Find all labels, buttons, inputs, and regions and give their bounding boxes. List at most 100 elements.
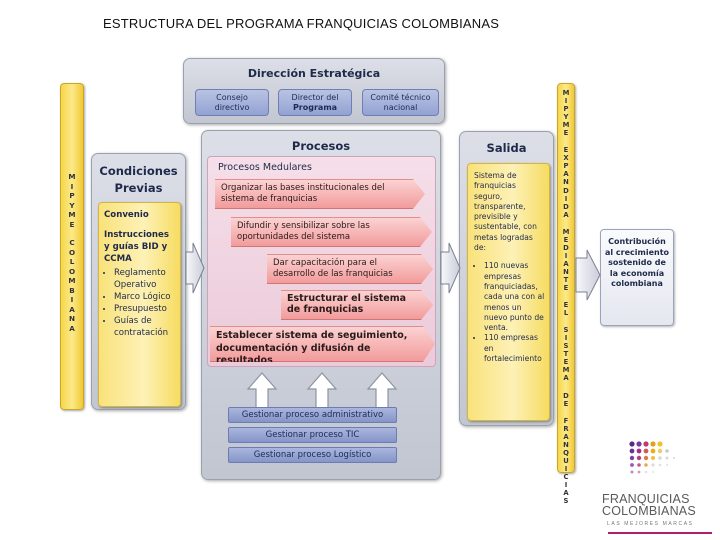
list-item: Presupuesto <box>114 303 175 315</box>
right-letter: F <box>563 416 569 425</box>
list-item: Marco Lógico <box>114 291 175 303</box>
right-letter: S <box>563 497 569 506</box>
director-line1: Director del <box>291 92 339 102</box>
condiciones-heading-line1: Condiciones <box>99 164 178 178</box>
right-letter: R <box>563 424 569 433</box>
condiciones-list: Reglamento Operativo Marco Lógico Presup… <box>104 267 175 339</box>
right-letter: T <box>563 275 569 284</box>
left-letter: L <box>69 257 75 266</box>
right-letter: Y <box>563 113 569 122</box>
left-letter: O <box>68 247 76 257</box>
right-letter: A <box>563 210 569 219</box>
process-arrow-2: Difundir y sensibilizar sobre las oportu… <box>231 217 432 247</box>
right-letter: E <box>563 129 569 138</box>
right-letter: M <box>562 89 570 97</box>
right-letter: E <box>563 284 569 293</box>
list-item: 110 nuevas empresas franquiciadas, cada … <box>484 261 545 333</box>
up-arrow-icon <box>306 372 338 410</box>
arrow-right-icon <box>575 249 601 301</box>
support-process-2: Gestionar proceso TIC <box>228 427 397 443</box>
process-arrow-3: Dar capacitación para el desarrollo de l… <box>267 254 433 284</box>
left-letter: I <box>70 181 74 191</box>
right-letter: P <box>563 162 569 171</box>
right-letter: E <box>563 358 569 367</box>
comite-line1: Comité técnico <box>370 92 431 102</box>
salida-heading: Salida <box>486 141 527 155</box>
director-line2: Programa <box>292 102 338 112</box>
left-letter: M <box>68 210 76 219</box>
right-letter: M <box>562 121 570 130</box>
up-arrow-icon <box>246 372 278 410</box>
left-letter: A <box>69 304 75 314</box>
right-letter: A <box>563 374 569 383</box>
consejo-line1: Consejo <box>216 92 248 102</box>
right-letter: I <box>564 334 568 343</box>
salida-panel: Salida Sistema de franquicias seguro, tr… <box>459 131 554 426</box>
logo-line2: COLOMBIANAS <box>602 504 696 518</box>
support-process-1: Gestionar proceso administrativo <box>228 407 397 423</box>
arrow-right-icon <box>185 242 205 294</box>
right-letter: Q <box>563 448 569 457</box>
right-letter: E <box>563 235 569 244</box>
left-letter: N <box>68 314 75 323</box>
right-letter: D <box>563 186 569 195</box>
right-letter: M <box>562 366 570 375</box>
right-letter: P <box>563 105 569 114</box>
left-letter: B <box>69 285 75 295</box>
list-item: Reglamento Operativo <box>114 267 175 291</box>
logo-line1: FRANQUICIAS <box>602 492 690 506</box>
up-arrow-icon <box>366 372 398 410</box>
condiciones-heading: Condiciones Previas <box>92 163 185 197</box>
salida-list: 110 nuevas empresas franquiciadas, cada … <box>474 261 545 364</box>
right-letter: I <box>564 480 568 489</box>
list-item: Guías de contratación <box>114 315 175 339</box>
right-letter: I <box>564 464 568 473</box>
left-letter: M <box>68 276 76 285</box>
right-letter: I <box>564 251 568 260</box>
process-arrow-4: Estructurar el sistema de franquicias <box>281 290 433 320</box>
salida-intro: Sistema de franquicias seguro, transpare… <box>474 171 537 253</box>
left-letter: E <box>69 219 75 229</box>
logo-tagline: LAS MEJORES MARCAS <box>607 521 694 527</box>
logo-dots-icon <box>629 441 676 474</box>
left-letter: Y <box>69 200 75 210</box>
consejo-line2: directivo <box>214 102 250 112</box>
instrucciones-label: Instrucciones y guías BID y CCMA <box>104 230 169 264</box>
right-letter: D <box>563 391 569 400</box>
right-letter: D <box>563 243 569 252</box>
support-process-3: Gestionar proceso Logístico <box>228 447 397 463</box>
contribucion-text: Contribución al crecimiento sostenido de… <box>604 237 670 288</box>
right-letter: A <box>563 259 569 268</box>
right-letter: I <box>564 194 568 203</box>
right-letter: A <box>563 432 569 441</box>
support-arrows <box>246 372 398 410</box>
procesos-panel: Procesos Procesos Medulares Organizar la… <box>201 130 441 480</box>
left-letter: P <box>69 191 75 200</box>
right-letter: I <box>564 97 568 106</box>
logo: FRANQUICIAS COLOMBIANAS LAS MEJORES MARC… <box>602 440 712 535</box>
procesos-heading: Procesos <box>291 139 351 153</box>
condiciones-heading-line2: Previas <box>114 181 163 195</box>
procesos-medulares-panel: Procesos Medulares Organizar las bases i… <box>207 156 436 367</box>
left-letter: O <box>68 266 76 276</box>
page-title: ESTRUCTURA DEL PROGRAMA FRANQUICIAS COLO… <box>103 16 500 31</box>
left-letter: A <box>69 323 75 333</box>
right-letter: U <box>563 456 569 465</box>
arrow-right-icon <box>440 242 461 294</box>
convenio-label: Convenio <box>104 210 149 220</box>
process-arrow-5: Establecer sistema de seguimiento, docum… <box>210 326 435 362</box>
right-letter: S <box>563 326 569 335</box>
contribucion-box: Contribución al crecimiento sostenido de… <box>600 229 674 326</box>
right-letter: A <box>563 489 569 498</box>
comite-line2: nacional <box>383 102 418 112</box>
right-letter: A <box>563 170 569 179</box>
